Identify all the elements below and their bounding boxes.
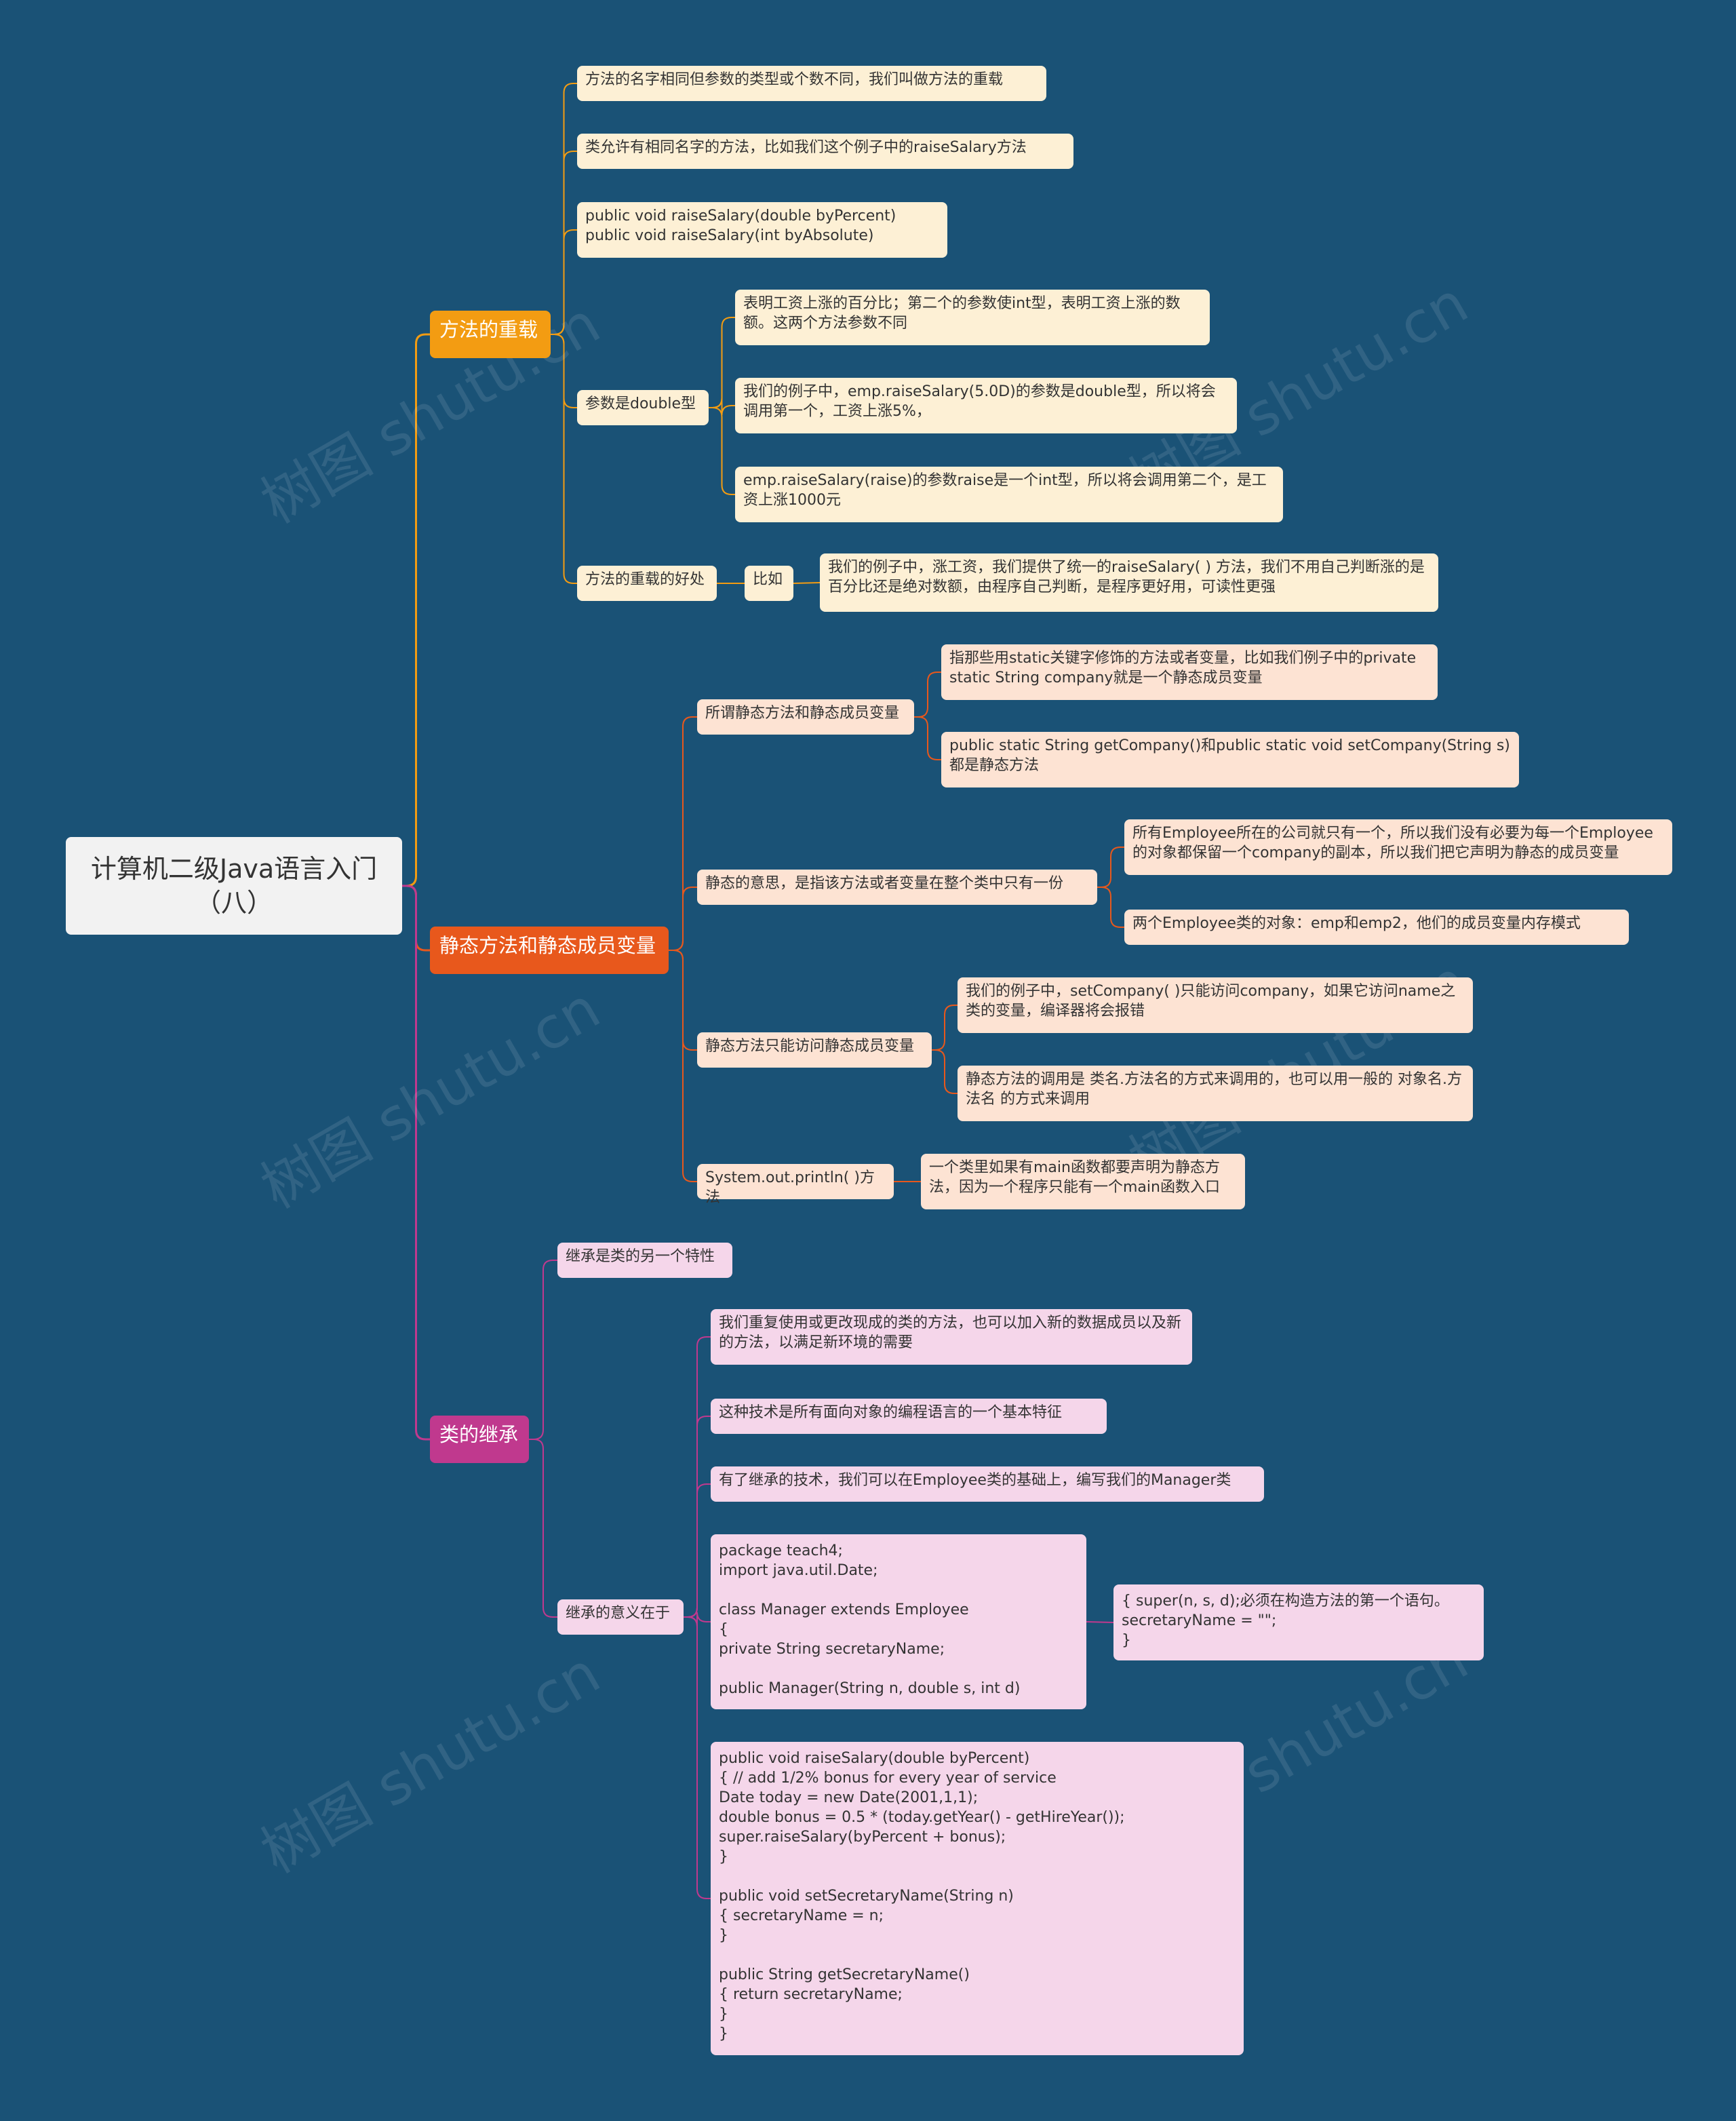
overloading-benefit-node[interactable]: 方法的重载的好处 <box>577 566 717 601</box>
connector <box>709 397 735 416</box>
connector <box>1097 847 1124 888</box>
connector <box>529 1260 557 1440</box>
code-constructor-body[interactable]: { super(n, s, d);必须在构造方法的第一个语句。 secretar… <box>1113 1584 1484 1660</box>
connector <box>669 950 697 1182</box>
overloading-signatures[interactable]: public void raiseSalary(double byPercent… <box>577 202 947 258</box>
root-topic[interactable]: 计算机二级Java语言入门（八） <box>66 837 402 935</box>
connector <box>529 1439 557 1618</box>
println-node[interactable]: System.out.println( )方法 <box>697 1164 894 1206</box>
connector <box>669 887 697 951</box>
static-call-style[interactable]: 静态方法的调用是 类名.方法名的方式来调用的，也可以用一般的 对象名.方法名 的… <box>958 1066 1473 1121</box>
branch-method-overloading[interactable]: 方法的重载 <box>430 311 551 358</box>
meaning-manager-class[interactable]: 有了继承的技术，我们可以在Employee类的基础上，编写我们的Manager类 <box>711 1466 1264 1502</box>
static-meaning-node[interactable]: 静态的意思，是指该方法或者变量在整个类中只有一份 <box>697 870 1097 905</box>
overloading-same-name[interactable]: 类允许有相同名字的方法，比如我们这个例子中的raiseSalary方法 <box>577 134 1073 169</box>
benefit-example-text[interactable]: 我们的例子中，涨工资，我们提供了统一的raiseSalary( ) 方法，我们不… <box>820 553 1438 612</box>
param-child-percentage[interactable]: 表明工资上涨的百分比；第二个的参数使int型，表明工资上涨的数额。这两个方法参数… <box>735 290 1210 345</box>
inheritance-feature[interactable]: 继承是类的另一个特性 <box>557 1243 732 1278</box>
main-static-note[interactable]: 一个类里如果有main函数都要声明为静态方法，因为一个程序只能有一个main函数… <box>921 1154 1245 1209</box>
code-manager-class[interactable]: package teach4; import java.util.Date; c… <box>711 1534 1086 1709</box>
param-child-double-call[interactable]: 我们的例子中，emp.raiseSalary(5.0D)的参数是double型，… <box>735 378 1237 433</box>
static-access-node[interactable]: 静态方法只能访问静态成员变量 <box>697 1032 932 1068</box>
static-definition-node[interactable]: 所谓静态方法和静态成员变量 <box>697 699 914 735</box>
meaning-reuse[interactable]: 我们重复使用或更改现成的类的方法，也可以加入新的数据成员以及新的方法，以满足新环… <box>711 1309 1192 1365</box>
param-double-node[interactable]: 参数是double型 <box>577 390 709 425</box>
connector <box>709 317 735 408</box>
code-manager-methods[interactable]: public void raiseSalary(double byPercent… <box>711 1742 1244 2055</box>
static-access-error[interactable]: 我们的例子中，setCompany( )只能访问company，如果它访问nam… <box>958 977 1473 1033</box>
connector <box>932 1049 958 1094</box>
meaning-oop-feature[interactable]: 这种技术是所有面向对象的编程语言的一个基本特征 <box>711 1399 1107 1434</box>
connector-root-branch3 <box>402 884 430 1441</box>
benefit-example-node[interactable]: 比如 <box>745 566 793 601</box>
connector <box>932 1005 958 1051</box>
connector <box>1097 887 1124 928</box>
connector-root-branch1 <box>402 333 430 887</box>
connector <box>914 716 941 760</box>
overloading-definition[interactable]: 方法的名字相同但参数的类型或个数不同，我们叫做方法的重载 <box>577 66 1046 101</box>
static-definition-child[interactable]: 指那些用static关键字修饰的方法或者变量，比如我们例子中的private s… <box>941 644 1438 700</box>
connector <box>551 229 577 335</box>
param-child-int-call[interactable]: emp.raiseSalary(raise)的参数raise是一个int型，所以… <box>735 467 1283 522</box>
connector <box>914 672 941 718</box>
connector <box>684 1616 711 1899</box>
inheritance-meaning-node[interactable]: 继承的意义在于 <box>557 1599 684 1635</box>
branch-static-members[interactable]: 静态方法和静态成员变量 <box>430 927 669 974</box>
connector <box>709 407 735 495</box>
connector <box>684 1483 711 1618</box>
static-meaning-memory[interactable]: 两个Employee类的对象：emp和emp2，他们的成员变量内存模式 <box>1124 910 1629 945</box>
branch-inheritance[interactable]: 类的继承 <box>430 1416 529 1463</box>
static-methods-example[interactable]: public static String getCompany()和public… <box>941 732 1519 787</box>
static-meaning-company[interactable]: 所有Employee所在的公司就只有一个，所以我们没有必要为每一个Employe… <box>1124 819 1672 875</box>
connector <box>551 334 577 584</box>
